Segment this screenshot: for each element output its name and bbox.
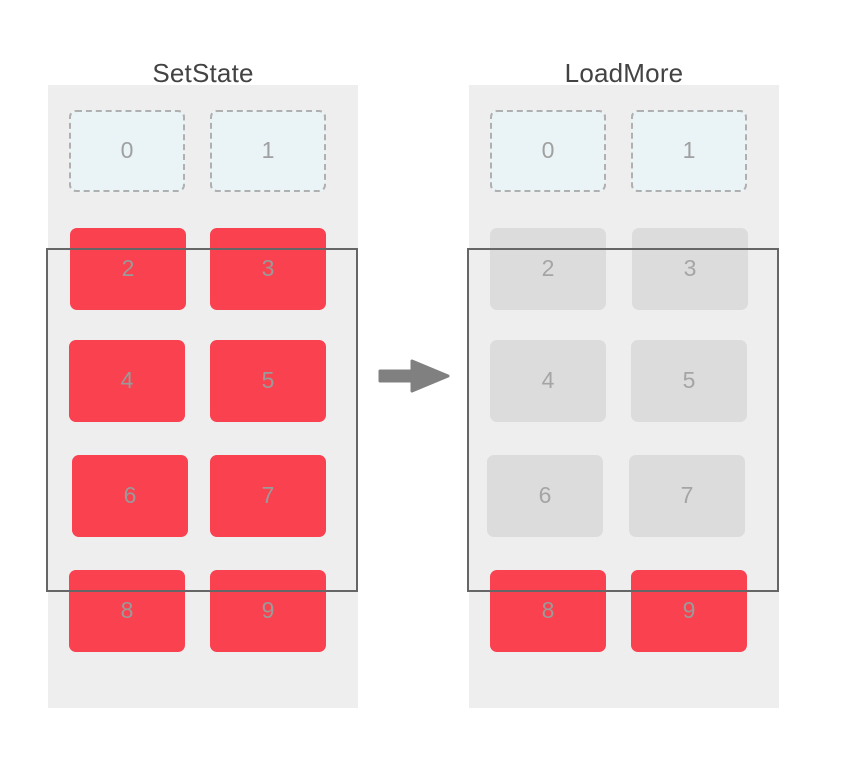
cell-loadmore-7[interactable]: 7 (629, 455, 745, 537)
cell-setstate-0[interactable]: 0 (69, 110, 185, 192)
cell-loadmore-3[interactable]: 3 (632, 228, 748, 310)
cell-setstate-9[interactable]: 9 (210, 570, 326, 652)
panel-title-loadmore: LoadMore (564, 58, 684, 88)
cell-setstate-8[interactable]: 8 (69, 570, 185, 652)
panel-title-setstate: SetState (152, 58, 254, 88)
cell-setstate-2[interactable]: 2 (70, 228, 186, 310)
cell-loadmore-1[interactable]: 1 (631, 110, 747, 192)
cell-loadmore-8[interactable]: 8 (490, 570, 606, 652)
cell-loadmore-0[interactable]: 0 (490, 110, 606, 192)
cell-setstate-5[interactable]: 5 (210, 340, 326, 422)
arrow-right-icon (378, 358, 450, 399)
cell-loadmore-5[interactable]: 5 (631, 340, 747, 422)
cell-loadmore-6[interactable]: 6 (487, 455, 603, 537)
cell-setstate-4[interactable]: 4 (69, 340, 185, 422)
cell-setstate-1[interactable]: 1 (210, 110, 326, 192)
cell-setstate-6[interactable]: 6 (72, 455, 188, 537)
cell-loadmore-4[interactable]: 4 (490, 340, 606, 422)
cell-setstate-3[interactable]: 3 (210, 228, 326, 310)
cell-setstate-7[interactable]: 7 (210, 455, 326, 537)
cell-loadmore-9[interactable]: 9 (631, 570, 747, 652)
cell-loadmore-2[interactable]: 2 (490, 228, 606, 310)
